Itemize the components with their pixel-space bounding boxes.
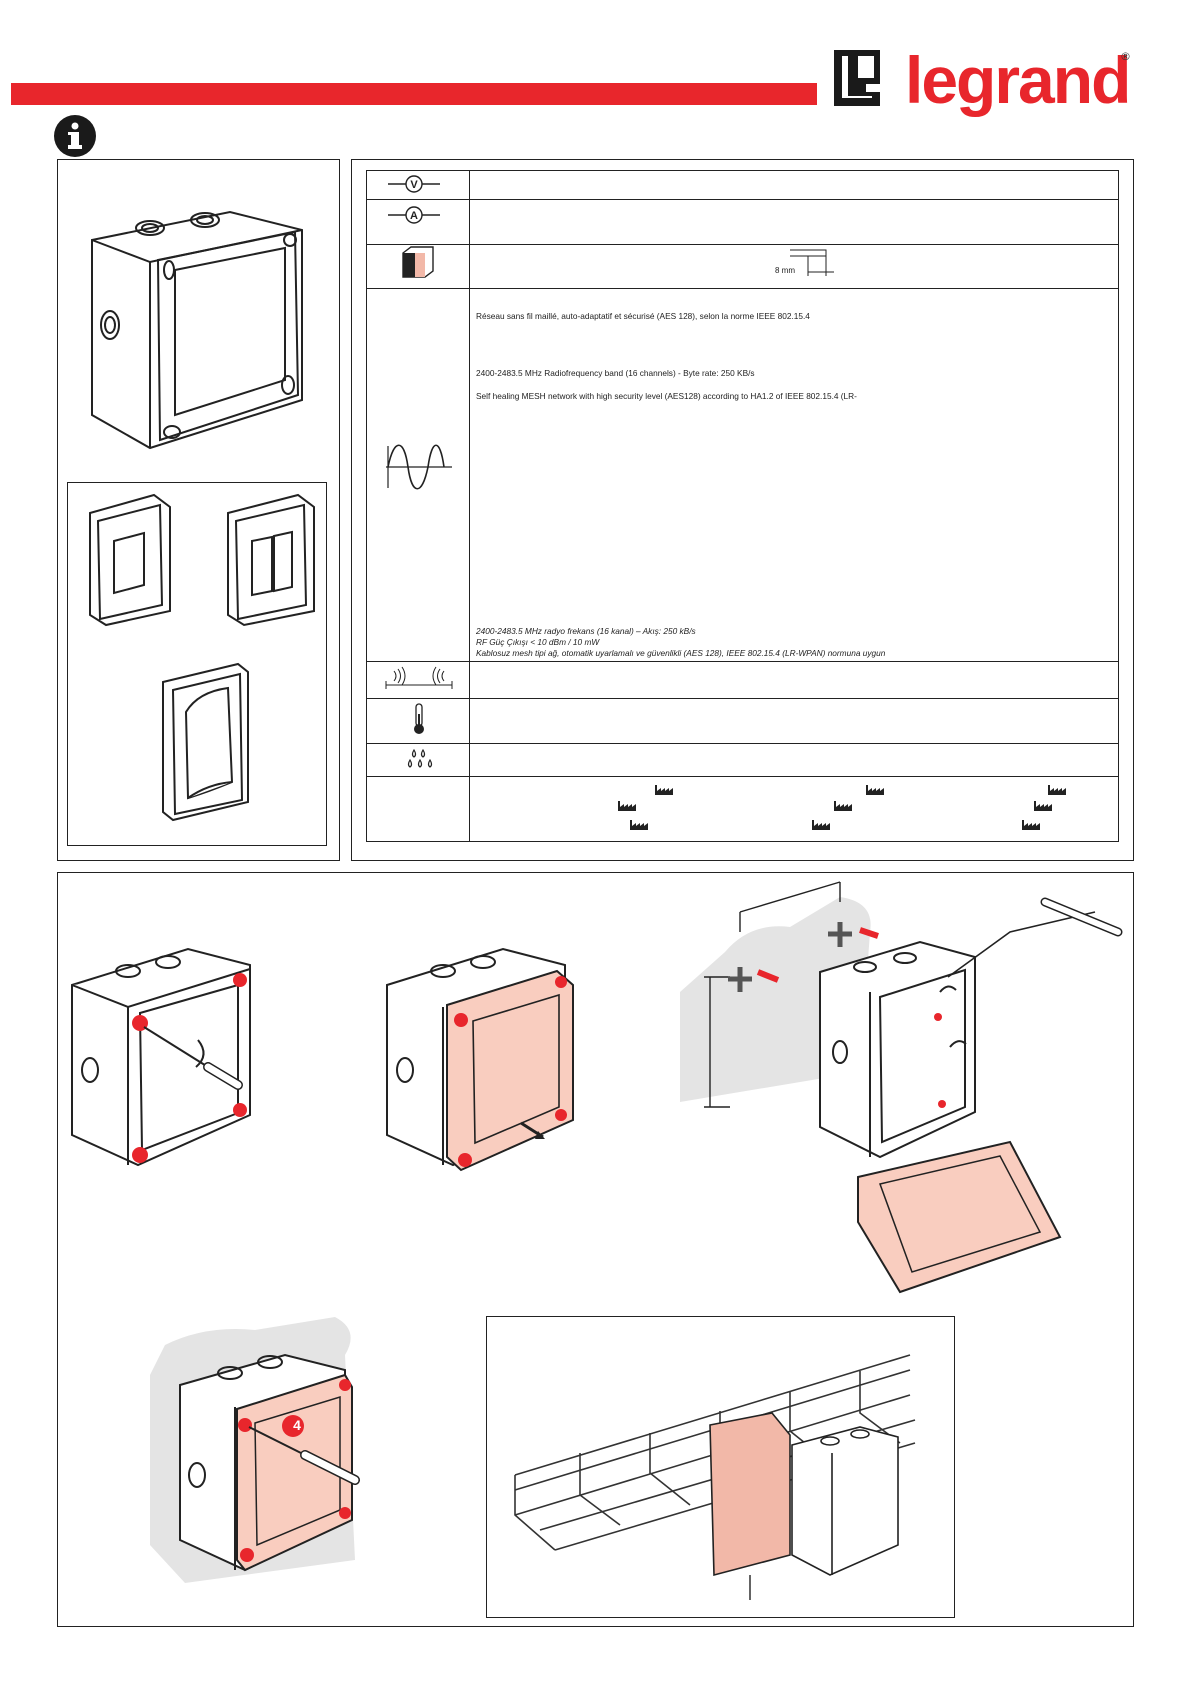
junction-box-illustration <box>91 210 303 450</box>
legrand-logo <box>834 50 880 106</box>
strip-length-label: 8 mm <box>775 266 795 275</box>
spec-mesh-fr: Réseau sans fil maillé, auto-adaptatif e… <box>476 311 810 321</box>
step-open-lid-illustration <box>71 947 251 1167</box>
step-remove-lid-illustration <box>386 947 574 1172</box>
step-close-lid-illustration <box>150 1317 360 1583</box>
double-switch-illustration <box>227 493 315 627</box>
compatible-devices-box <box>67 482 327 846</box>
factory-icon <box>812 820 830 830</box>
spec-power-tr: RF Güç Çıkışı < 10 dBm / 10 mW <box>476 637 600 647</box>
voltage-icon: V <box>388 175 440 193</box>
cable-tray-mount-box <box>486 1316 955 1618</box>
range-icon <box>385 666 453 689</box>
specifications-panel <box>351 159 1134 861</box>
legrand-wordmark: legrand <box>905 43 1131 117</box>
strip-length-diagram <box>790 249 834 276</box>
factory-icon <box>630 820 648 830</box>
installation-panel <box>57 872 1134 1627</box>
factory-icon <box>618 801 636 811</box>
motion-sensor-illustration <box>162 662 249 822</box>
specifications-table <box>366 170 1119 842</box>
factory-icons <box>618 785 1066 830</box>
cable-tray-illustration <box>514 1354 916 1600</box>
registered-mark: ® <box>1120 50 1131 63</box>
factory-icon <box>1048 785 1066 795</box>
factory-icon <box>655 785 673 795</box>
factory-icon <box>834 801 852 811</box>
spec-mesh-en: Self healing MESH network with high secu… <box>476 391 857 401</box>
info-icon <box>54 115 96 157</box>
terminal-icon <box>402 246 434 278</box>
spec-band-en: 2400-2483.5 MHz Radiofrequency band (16 … <box>476 368 755 378</box>
factory-icon <box>866 785 884 795</box>
header-red-bar <box>11 83 817 105</box>
thermometer-icon <box>414 703 424 734</box>
spec-band-tr: 2400-2483.5 MHz radyo frekans (16 kanal)… <box>476 626 696 636</box>
factory-icon <box>1034 801 1052 811</box>
step-badge-4: 4 <box>293 1417 301 1433</box>
voltage-symbol: V <box>410 179 418 191</box>
spec-mesh-tr: Kablosuz mesh tipi ağ, otomatik uyarlama… <box>476 648 886 658</box>
current-symbol: A <box>410 210 418 222</box>
factory-icon <box>1022 820 1040 830</box>
step-wall-mount-illustration <box>680 881 1123 1294</box>
legrand-logo-mark <box>834 50 880 106</box>
radio-wave-icon <box>386 444 452 490</box>
single-switch-illustration <box>89 493 171 627</box>
product-panel <box>57 159 340 861</box>
humidity-icon <box>407 748 433 768</box>
current-icon: A <box>388 206 440 224</box>
